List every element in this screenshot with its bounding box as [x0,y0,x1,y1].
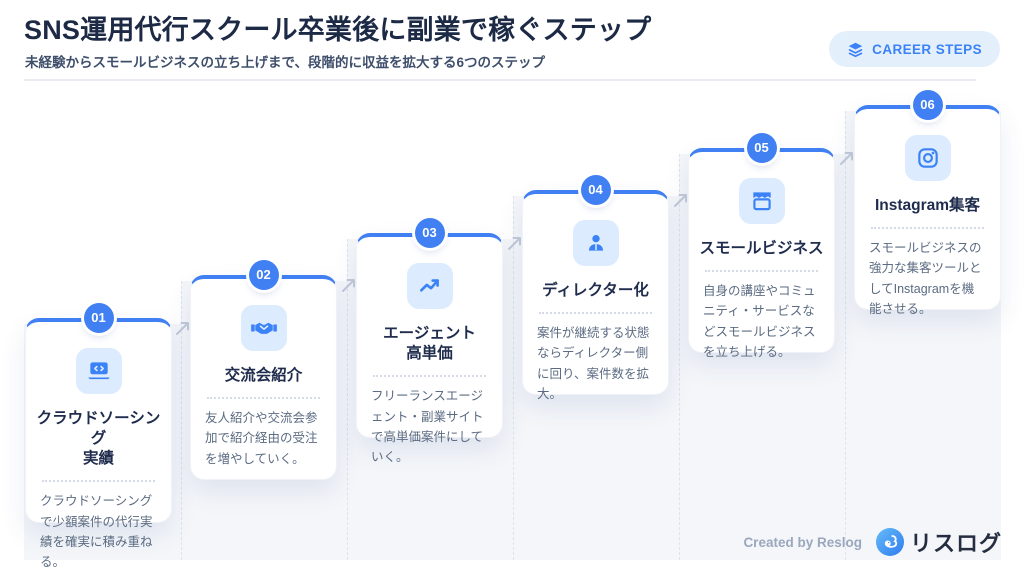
layers-icon [847,41,864,58]
step-title: スモールビジネス [699,240,824,257]
director-user-icon [572,220,619,266]
page-subtitle: 未経験からスモールビジネスの立ち上げまで、段階的に収益を拡大する6つのステップ [25,55,545,70]
step-card-3: 03 エージェント 高単価 フリーランスエージェント・副業サイトで高単価案件にし… [356,218,503,464]
step-title: Instagram集客 [874,197,981,214]
step-number-badge: 05 [746,133,777,163]
reslog-logo-text: リスログ [909,531,1002,556]
step-number-badge: 04 [580,175,611,205]
page-title: SNS運用代行スクール卒業後に副業で稼ぐステップ [24,15,652,45]
arrow-up-right-icon [674,194,687,207]
card-divider [207,397,320,400]
trending-up-icon [406,263,453,309]
arrow-up-right-icon [508,237,521,250]
step-card-1: 01 クラウドソーシング 実績 クラウドソーシングで少額案件の代行実績を確実に積… [25,303,172,569]
arrow-up-right-icon [176,322,189,335]
step-card-4: 04 ディレクター化 案件が継続する状態ならディレクター側に回り、案件数を拡大。 [522,175,669,401]
step-title: 交流会紹介 [224,367,303,384]
step-description: 自身の講座やコミュニティ・サービスなどスモールビジネスを立ち上げる。 [703,284,816,359]
step-description: クラウドソーシングで少額案件の代行実績を確実に積み重ねる。 [40,494,153,570]
card-divider [373,375,486,378]
storefront-icon [738,178,785,224]
career-steps-badge[interactable]: CAREER STEPS [829,31,1000,67]
handshake-icon [240,305,287,351]
instagram-icon [904,135,951,181]
card-divider [539,312,652,315]
step-card-6: 06 Instagram集客 スモールビジネスの強力な集客ツールとしてInsta… [854,90,1001,316]
step-card-2: 02 交流会紹介 友人紹介や交流会参加で紹介経由の受注を増やしていく。 [190,260,337,480]
step-title: クラウドソーシング 実績 [36,410,161,468]
step-number-badge: 03 [414,218,445,248]
career-steps-badge-label: CAREER STEPS [872,41,982,57]
card-divider [871,227,984,230]
reslog-logo[interactable]: リスログ [875,526,1002,558]
stairs-chart: 01 クラウドソーシング 実績 クラウドソーシングで少額案件の代行実績を確実に積… [0,81,1024,569]
card-divider [42,480,155,483]
step-description: フリーランスエージェント・副業サイトで高単価案件にしていく。 [371,389,484,465]
card-divider [705,270,818,273]
step-title: エージェント 高単価 [383,325,476,363]
laptop-code-icon [75,348,122,394]
header: SNS運用代行スクール卒業後に副業で稼ぐステップ 未経験からスモールビジネスの立… [0,0,1024,81]
footer: Created by Reslog リスログ [743,526,1002,558]
step-description: スモールビジネスの強力な集客ツールとしてInstagramを機能させる。 [869,241,982,316]
arrow-up-right-icon [342,279,355,292]
step-number-badge: 06 [912,90,943,120]
step-number-badge: 01 [83,303,114,333]
header-divider [24,79,976,81]
step-description: 友人紹介や交流会参加で紹介経由の受注を増やしていく。 [205,411,318,466]
step-title: ディレクター化 [542,282,649,299]
arrow-up-right-icon [840,152,853,165]
step-description: 案件が継続する状態ならディレクター側に回り、案件数を拡大。 [537,326,650,401]
step-number-badge: 02 [248,260,279,290]
squirrel-logo-icon [875,528,904,556]
footer-credit: Created by Reslog [743,534,862,550]
step-card-5: 05 スモールビジネス 自身の講座やコミュニティ・サービスなどスモールビジネスを… [688,133,835,359]
